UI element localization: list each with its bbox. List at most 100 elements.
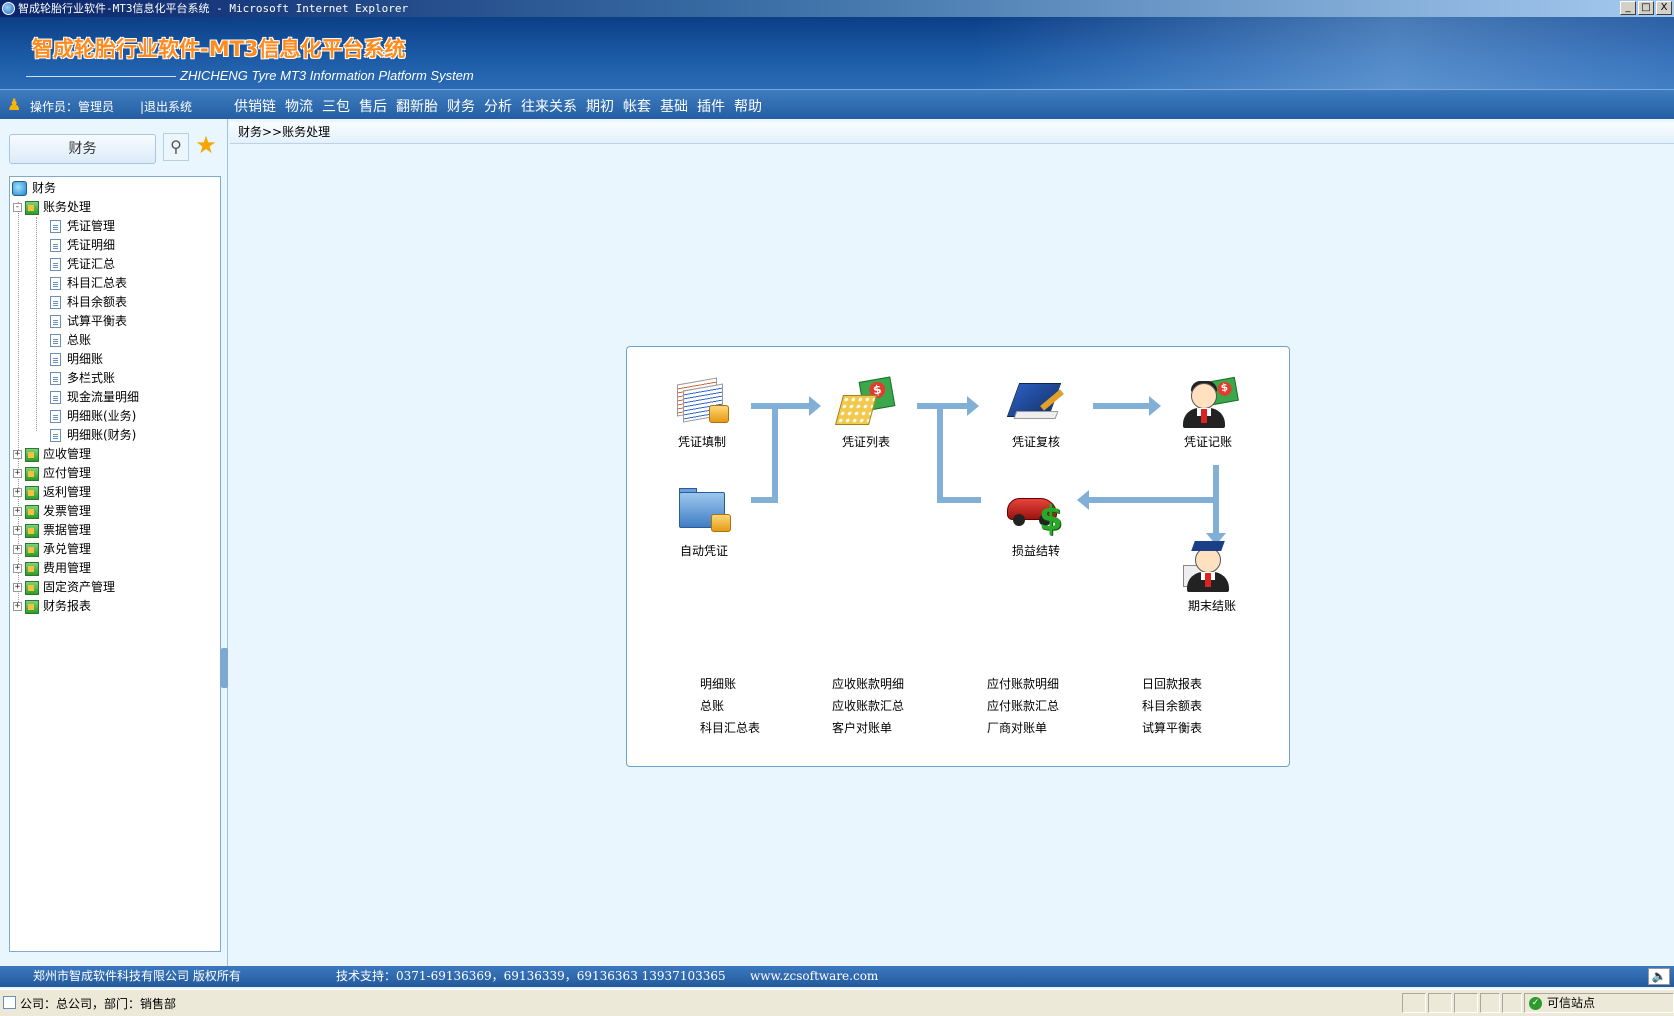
module-icon <box>25 447 39 462</box>
expand-icon[interactable]: + <box>13 506 22 516</box>
link-subject-balance[interactable]: 科目余额表 <box>1142 699 1203 713</box>
flow-node-period-close[interactable]: 期末结账 <box>1167 539 1257 614</box>
flow-node-voucher-post[interactable]: 凭证记账 <box>1163 375 1253 450</box>
breadcrumb: 财务>>账务处理 <box>230 122 1674 144</box>
footer-website[interactable]: www.zcsoftware.com <box>750 969 879 983</box>
tree-item-general-ledger[interactable]: 总账 <box>50 331 91 349</box>
menu-item-plugins[interactable]: 插件 <box>697 99 725 115</box>
folder-coins-icon <box>673 484 735 540</box>
document-icon <box>50 334 61 347</box>
arrow-head-icon <box>1077 490 1089 510</box>
sidebar-collapse-handle[interactable] <box>221 648 228 688</box>
link-trial-balance[interactable]: 试算平衡表 <box>1142 721 1203 735</box>
link-detail-ledger[interactable]: 明细账 <box>700 677 737 691</box>
footer-support: 技术支持：0371-69136369，69136339，69136363 139… <box>336 969 726 983</box>
quick-links-payables: 应付账款明细 应付账款汇总 厂商对账单 <box>987 673 1059 739</box>
flow-node-pl-transfer[interactable]: $ 损益结转 <box>991 484 1081 559</box>
tree-group-bills[interactable]: +票据管理 <box>13 523 92 538</box>
tree-item-multi-column[interactable]: 多栏式账 <box>50 369 115 387</box>
quick-links-reports: 日回款报表 科目余额表 试算平衡表 <box>1142 673 1202 739</box>
menu-item-help[interactable]: 帮助 <box>734 99 762 115</box>
tree-group-reports[interactable]: +财务报表 <box>13 599 92 614</box>
expand-icon[interactable]: + <box>13 487 22 497</box>
link-ar-detail[interactable]: 应收账款明细 <box>832 677 905 691</box>
link-ap-summary[interactable]: 应付账款汇总 <box>987 699 1060 713</box>
tree-group-expenses[interactable]: +费用管理 <box>13 561 92 576</box>
tree-item-subject-balance[interactable]: 科目余额表 <box>50 293 127 311</box>
expand-icon[interactable]: + <box>13 544 22 554</box>
menu-item-supply-chain[interactable]: 供销链 <box>234 99 276 115</box>
expand-icon[interactable]: + <box>13 525 22 535</box>
sidebar-tab-finance[interactable]: 财务 <box>9 134 156 164</box>
app-title: 智成轮胎行业软件-MT3信息化平台系统 <box>32 37 406 61</box>
expand-icon[interactable]: + <box>13 601 22 611</box>
tree-group-receivables[interactable]: +应收管理 <box>13 447 92 462</box>
favorite-button[interactable]: ★ <box>193 131 219 159</box>
flow-node-voucher-entry[interactable]: 凭证填制 <box>657 375 747 450</box>
expand-icon[interactable]: + <box>13 449 22 459</box>
flow-node-voucher-list[interactable]: 凭证列表 <box>821 375 911 450</box>
ledger-icon <box>671 375 733 431</box>
link-vendor-statement[interactable]: 厂商对账单 <box>987 721 1048 735</box>
link-general-ledger[interactable]: 总账 <box>700 699 725 713</box>
speaker-icon[interactable]: 🔈 <box>1648 968 1670 985</box>
menu-item-relations[interactable]: 往来关系 <box>521 99 577 115</box>
menu-item-after-sales[interactable]: 售后 <box>359 99 387 115</box>
tree-item-detail-ledger[interactable]: 明细账 <box>50 350 103 368</box>
tree-item-detail-business[interactable]: 明细账(业务) <box>50 407 136 425</box>
collapse-icon[interactable]: - <box>13 202 22 212</box>
tree-item-subject-summary[interactable]: 科目汇总表 <box>50 274 127 292</box>
tree-item-trial-balance[interactable]: 试算平衡表 <box>50 312 127 330</box>
document-icon <box>50 353 61 366</box>
menu-item-logistics[interactable]: 物流 <box>285 99 313 115</box>
link-customer-statement[interactable]: 客户对账单 <box>832 721 893 735</box>
tree-group-acceptance[interactable]: +承兑管理 <box>13 542 92 557</box>
logout-link[interactable]: |退出系统 <box>140 100 193 114</box>
link-ap-detail[interactable]: 应付账款明细 <box>987 677 1060 691</box>
expand-icon[interactable]: + <box>13 468 22 478</box>
tree-group-rebates[interactable]: +返利管理 <box>13 485 92 500</box>
flow-node-auto-voucher[interactable]: 自动凭证 <box>659 484 749 559</box>
document-icon <box>50 277 61 290</box>
link-ar-summary[interactable]: 应收账款汇总 <box>832 699 905 713</box>
tree-item-voucher-manage[interactable]: 凭证管理 <box>50 217 115 235</box>
menu-item-warranty[interactable]: 三包 <box>322 99 350 115</box>
menu-item-opening[interactable]: 期初 <box>586 99 614 115</box>
tree-item-voucher-detail[interactable]: 凭证明细 <box>50 236 115 254</box>
search-button[interactable]: ⚲ <box>163 133 189 161</box>
expand-icon[interactable]: + <box>13 563 22 573</box>
link-daily-collection[interactable]: 日回款报表 <box>1142 677 1203 691</box>
tree-root-finance[interactable]: 财务 <box>12 179 56 197</box>
flow-node-voucher-review[interactable]: 凭证复核 <box>991 375 1081 450</box>
menu-item-retread[interactable]: 翻新胎 <box>396 99 438 115</box>
document-icon <box>50 258 61 271</box>
tree-group-payables[interactable]: +应付管理 <box>13 466 92 481</box>
page-icon <box>3 996 16 1009</box>
tree-group-accounting[interactable]: -账务处理 <box>13 200 92 215</box>
menu-item-accounts[interactable]: 帐套 <box>623 99 651 115</box>
menu-item-finance[interactable]: 财务 <box>447 99 475 115</box>
flow-arrow <box>1093 403 1153 409</box>
quick-links-receivables: 应收账款明细 应收账款汇总 客户对账单 <box>832 673 904 739</box>
flow-arrow <box>937 403 943 503</box>
search-icon: ⚲ <box>170 137 182 156</box>
banner-rule <box>26 76 176 77</box>
expand-icon[interactable]: + <box>13 582 22 592</box>
menu-item-analysis[interactable]: 分析 <box>484 99 512 115</box>
app-banner: 智成轮胎行业软件-MT3信息化平台系统 ZHICHENG Tyre MT3 In… <box>0 17 1674 89</box>
tree-item-detail-finance[interactable]: 明细账(财务) <box>50 426 136 444</box>
tree-item-cash-flow[interactable]: 现金流量明细 <box>50 388 139 406</box>
tree-group-invoices[interactable]: +发票管理 <box>13 504 92 519</box>
sidebar: 财务 ⚲ ★ 财务 -账务处理 凭证管理 凭证明细 凭证汇总 科目汇总表 科目余… <box>0 119 228 967</box>
link-subject-summary[interactable]: 科目汇总表 <box>700 721 761 735</box>
document-icon <box>50 391 61 404</box>
tree-group-fixed-assets[interactable]: +固定资产管理 <box>13 580 116 595</box>
maximize-button[interactable]: □ <box>1638 1 1654 15</box>
tree-item-voucher-summary[interactable]: 凭证汇总 <box>50 255 115 273</box>
main-menu: 供销链 物流 三包 售后 翻新胎 财务 分析 往来关系 期初 帐套 基础 插件 … <box>234 96 771 116</box>
minimize-button[interactable]: _ <box>1620 1 1636 15</box>
close-button[interactable]: X <box>1656 1 1672 15</box>
accountant-money-icon <box>1177 375 1239 431</box>
menu-item-basics[interactable]: 基础 <box>660 99 688 115</box>
arrow-head-icon <box>1149 396 1161 416</box>
